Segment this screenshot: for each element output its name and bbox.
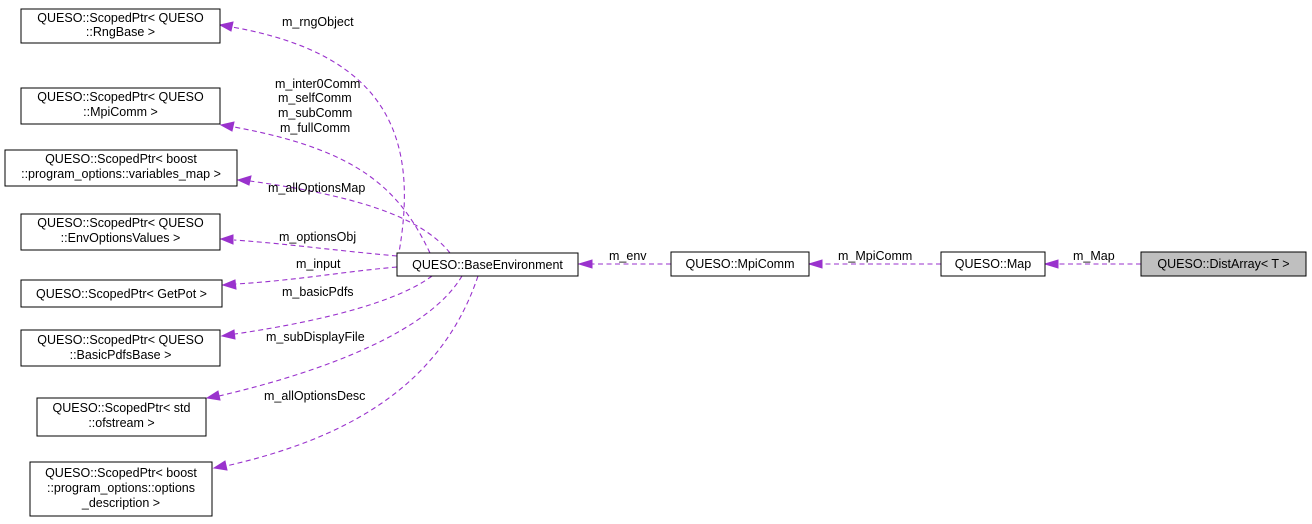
edge-label: m_rngObject [282, 15, 354, 29]
node-label: ::ofstream > [88, 416, 154, 430]
edge-basicpdfs [220, 275, 433, 340]
edge-rng [218, 21, 405, 259]
edge-label: m_allOptionsMap [268, 181, 365, 195]
node-label: QUESO::Map [955, 257, 1031, 271]
node-label: QUESO::ScopedPtr< boost [45, 466, 197, 480]
node-scopedptr-variables-map[interactable]: QUESO::ScopedPtr< boost ::program_option… [4, 149, 238, 187]
edge-mpi [807, 259, 941, 269]
node-map[interactable]: QUESO::Map [940, 251, 1046, 277]
node-label: QUESO::BaseEnvironment [412, 258, 563, 272]
edge-label: m_env [609, 249, 647, 263]
node-label: ::program_options::variables_map > [21, 167, 221, 181]
node-distarray: QUESO::DistArray< T > [1140, 251, 1307, 277]
node-baseenvironment[interactable]: QUESO::BaseEnvironment [396, 252, 579, 277]
node-label: QUESO::ScopedPtr< QUESO [37, 216, 204, 230]
edge-label: m_allOptionsDesc [264, 389, 365, 403]
node-label: _description > [81, 496, 160, 510]
edge-label: m_subDisplayFile [266, 330, 365, 344]
node-label: QUESO::MpiComm [685, 257, 794, 271]
node-label: QUESO::ScopedPtr< boost [45, 152, 197, 166]
node-label: ::MpiComm > [83, 105, 158, 119]
node-scopedptr-getpot[interactable]: QUESO::ScopedPtr< GetPot > [20, 279, 223, 308]
edge-label: m_input [296, 257, 341, 271]
edge-varmap [236, 175, 451, 254]
edge-envopts [219, 234, 398, 257]
edge-label: m_inter0Comm [275, 77, 360, 91]
edge-labels: m_rngObject m_inter0Comm m_selfComm m_su… [264, 15, 1115, 403]
node-label: QUESO::DistArray< T > [1157, 257, 1289, 271]
node-scopedptr-options-description[interactable]: QUESO::ScopedPtr< boost ::program_option… [29, 461, 213, 517]
node-scopedptr-mpicomm[interactable]: QUESO::ScopedPtr< QUESO ::MpiComm > [20, 87, 221, 125]
edge-label: m_Map [1073, 249, 1115, 263]
node-label: ::RngBase > [86, 25, 155, 39]
nodes: QUESO::ScopedPtr< QUESO ::RngBase > QUES… [4, 8, 1307, 517]
node-mpicomm[interactable]: QUESO::MpiComm [670, 251, 810, 277]
node-scopedptr-rngbase[interactable]: QUESO::ScopedPtr< QUESO ::RngBase > [20, 8, 221, 44]
node-label: ::EnvOptionsValues > [61, 231, 181, 245]
edge-label: m_subComm [278, 106, 352, 120]
edge-optdesc [212, 275, 479, 471]
node-scopedptr-envoptionsvalues[interactable]: QUESO::ScopedPtr< QUESO ::EnvOptionsValu… [20, 213, 221, 251]
edge-label: m_MpiComm [838, 249, 912, 263]
node-label: QUESO::ScopedPtr< QUESO [37, 11, 204, 25]
edge-mpi-ptr [219, 121, 431, 254]
node-label: ::BasicPdfsBase > [70, 348, 172, 362]
edge-map [1043, 259, 1141, 269]
edge-label: m_fullComm [280, 121, 350, 135]
edge-label: m_basicPdfs [282, 285, 354, 299]
node-label: QUESO::ScopedPtr< QUESO [37, 90, 204, 104]
edge-getpot [221, 266, 398, 290]
edge-label: m_optionsObj [279, 230, 356, 244]
edges [205, 21, 1141, 471]
node-label: QUESO::ScopedPtr< GetPot > [36, 287, 207, 301]
edge-env [577, 259, 671, 269]
edge-label: m_selfComm [278, 91, 352, 105]
node-scopedptr-basicpdfsbase[interactable]: QUESO::ScopedPtr< QUESO ::BasicPdfsBase … [20, 329, 221, 367]
node-scopedptr-ofstream[interactable]: QUESO::ScopedPtr< std ::ofstream > [36, 397, 207, 437]
node-label: QUESO::ScopedPtr< QUESO [37, 333, 204, 347]
node-label: ::program_options::options [47, 481, 195, 495]
edge-ofstream [205, 275, 463, 401]
node-label: QUESO::ScopedPtr< std [53, 401, 191, 415]
